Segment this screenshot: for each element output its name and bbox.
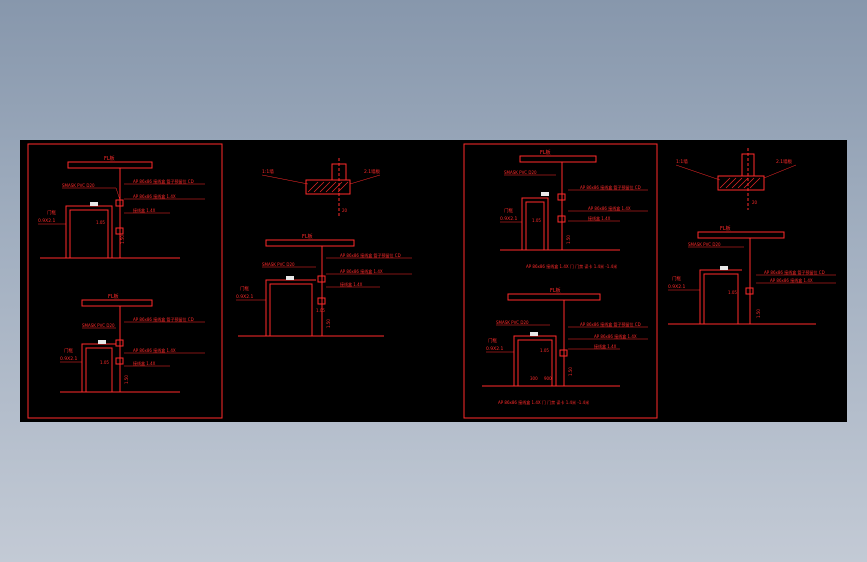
section-1: 1:1墙 2.1墙板 20 — [261, 158, 381, 218]
dim-a: 1.05 — [316, 308, 325, 313]
dim-b: 1.50 — [124, 375, 129, 384]
caption: AP 86x86 接线盒 1.4X 门 门禁 读卡 1.4米 -1.4米 — [498, 399, 589, 405]
conduit-label: SMASK PVC D20 — [688, 242, 721, 247]
box-mid-label: AP 86x86 接线盒 1.4X — [133, 347, 176, 353]
detail-3: FL板 SMASK PVC D20 AP 86x86 接线盒 管子预留位 CD … — [236, 233, 412, 337]
section-left-label: 1:1墙 — [262, 168, 274, 175]
box-low-label: 接线盒 1.4X — [594, 343, 617, 349]
box-top-label: AP 86x86 接线盒 管子预留位 CD — [580, 184, 641, 190]
section-dim: 20 — [752, 200, 758, 205]
slab — [265, 239, 355, 247]
conduit-label: SMASK PVC D20 — [82, 323, 115, 328]
box-top-label: AP 86x86 接线盒 管子预留位 CD — [133, 178, 194, 184]
detail-5: FL板 SMASK PVC D20 AP 86x86 接线盒 管子预留位 CD … — [482, 287, 648, 405]
box-top-label: AP 86x86 接线盒 管子预留位 CD — [340, 252, 401, 258]
door-size: 0.9X2.1 — [236, 294, 254, 300]
slab — [67, 161, 153, 169]
dim-b: 1.50 — [568, 367, 573, 376]
dim-b: 1.50 — [326, 319, 331, 328]
box-low-label: 接线盒 1.4X — [588, 215, 611, 221]
door-size: 0.9X2.1 — [60, 356, 78, 362]
box-top-label: AP 86x86 接线盒 管子预留位 CD — [133, 316, 194, 322]
dim-b: 1.50 — [756, 309, 761, 318]
door-label: 门框 — [64, 347, 73, 354]
box-mid-label: AP 86x86 接线盒 1.4X — [588, 205, 631, 211]
box-low-label: 接线盒 1.4X — [133, 360, 156, 366]
slab — [81, 299, 153, 307]
section-right-label: 2.1墙板 — [364, 168, 381, 175]
door-size: 0.9X2.1 — [38, 218, 56, 224]
junction-box-top — [745, 287, 754, 295]
cad-drawing-viewport[interactable]: FL板 SMASK PVC D20 AP 86x86 接线盒 管子预留位 CD … — [20, 140, 847, 422]
door-size: 0.9X2.1 — [500, 216, 518, 222]
conduit-label: SMASK PVC D20 — [504, 170, 537, 175]
sheet-frame-right — [463, 143, 658, 419]
slab — [697, 231, 785, 239]
detail-2: FL板 SMASK PVC D20 AP 86x86 接线盒 管子预留位 CD … — [60, 293, 205, 393]
conduit-label: SMASK PVC D20 — [262, 262, 295, 267]
caption: AP 86x86 接线盒 1.4X 门 门禁 读卡 1.4米 -1.4米 — [526, 263, 617, 269]
dim-a: 1.05 — [96, 220, 105, 225]
box-mid-label: AP 86x86 接线盒 1.4X — [594, 333, 637, 339]
dim-a: 1.05 — [540, 348, 549, 353]
cad-drawing: FL板 SMASK PVC D20 AP 86x86 接线盒 管子预留位 CD … — [27, 143, 836, 419]
detail-6: FL板 SMASK PVC D20 AP 86x86 接线盒 管子预留位 CD … — [668, 225, 836, 325]
box-mid-label: AP 86x86 接线盒 1.4X — [133, 193, 176, 199]
door-label: 门框 — [504, 207, 513, 214]
door-size: 0.9X2.1 — [486, 346, 504, 352]
box-low-label: 接线盒 1.4X — [133, 207, 156, 213]
slab-label: FL板 — [540, 149, 551, 156]
junction-box-low — [115, 227, 124, 235]
dim-b: 1.50 — [120, 235, 125, 244]
conduit-label: SMASK PVC D20 — [496, 320, 529, 325]
detail-4: FL板 SMASK PVC D20 AP 86x86 接线盒 管子预留位 CD … — [500, 149, 648, 269]
junction-box-low — [557, 215, 566, 223]
slab — [519, 155, 597, 163]
sheet-frame-left — [27, 143, 223, 419]
junction-box-low — [317, 297, 326, 305]
box-low-label: 接线盒 1.4X — [340, 281, 363, 287]
conduit-label: SMASK PVC D20 — [62, 183, 95, 188]
door-label: 门框 — [672, 275, 681, 282]
slab — [507, 293, 601, 301]
slab-label: FL板 — [720, 225, 731, 232]
box-mid-label: AP 86x86 接线盒 1.4X — [340, 268, 383, 274]
dim-b: 1.50 — [566, 235, 571, 244]
section-left-label: 1:1墙 — [676, 158, 688, 165]
dim-d: 300 — [530, 376, 538, 381]
box-top-label: AP 86x86 接线盒 管子预留位 CD — [580, 321, 641, 327]
junction-box-top — [115, 199, 124, 207]
section-right-label: 2.1墙板 — [776, 158, 793, 165]
slab-label: FL板 — [550, 287, 561, 294]
junction-box-top — [115, 339, 124, 347]
dim-a: 1.05 — [728, 290, 737, 295]
slab-label: FL板 — [302, 233, 313, 240]
junction-box-top — [317, 275, 326, 283]
detail-1: FL板 SMASK PVC D20 AP 86x86 接线盒 管子预留位 CD … — [38, 155, 205, 259]
section-dim: 20 — [342, 208, 348, 213]
junction-box-top — [557, 193, 566, 201]
box-mid-label: AP 86x86 接线盒 1.4X — [770, 277, 813, 283]
door-label: 门框 — [240, 285, 249, 292]
box-top-label: AP 86x86 接线盒 管子预留位 CD — [764, 269, 825, 275]
dim-a: 1.05 — [100, 360, 109, 365]
section-2: 1:1墙 2.1墙板 20 — [675, 148, 797, 210]
slab-label: FL板 — [108, 293, 119, 300]
door-size: 0.9X2.1 — [668, 284, 686, 290]
door-label: 门框 — [47, 209, 56, 216]
door-label: 门框 — [488, 337, 497, 344]
slab-label: FL板 — [104, 155, 115, 162]
dim-e: 900 — [544, 376, 552, 381]
junction-box-low — [115, 357, 124, 365]
dim-a: 1.05 — [532, 218, 541, 223]
junction-box-top — [559, 349, 568, 357]
